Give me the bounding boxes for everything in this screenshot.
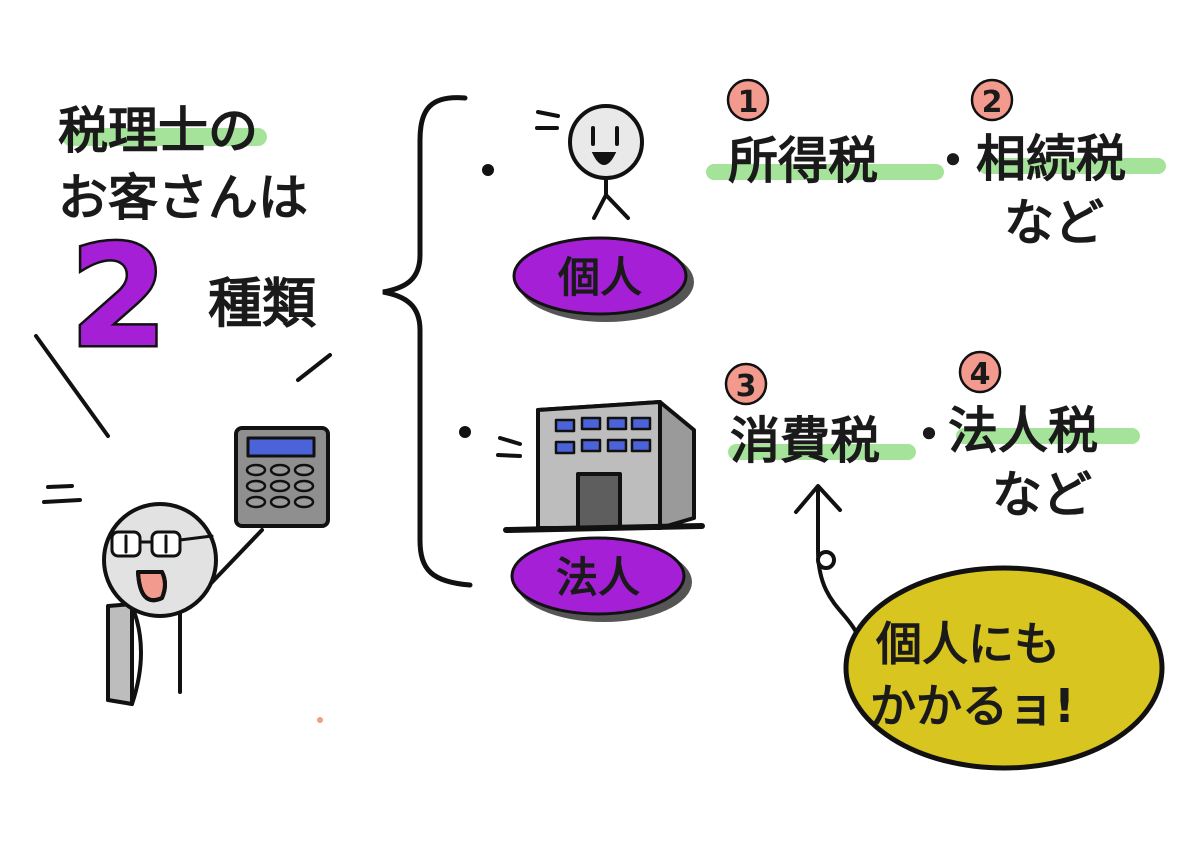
bullet-dot — [459, 426, 471, 438]
bullet-dot — [482, 164, 494, 176]
tax-corporate: 法人税 — [948, 402, 1098, 460]
note-line1: 個人にも — [875, 617, 1060, 671]
tax-row-corporation: 3 4 消費税 ・ 法人税 など — [724, 350, 1140, 524]
building-icon — [496, 400, 705, 533]
title-line2: お客さんは — [58, 169, 308, 227]
number-1: 1 — [738, 85, 759, 120]
calculator-icon — [234, 426, 330, 528]
accountant-figure — [34, 334, 332, 706]
note-bubble: 個人にも かかるョ! — [843, 565, 1165, 771]
tax-etc-2: など — [992, 466, 1092, 524]
corporation-label-badge: 法人 — [510, 536, 692, 622]
individual-label: 個人 — [557, 253, 642, 302]
tax-income: 所得税 — [728, 132, 878, 190]
number-2: 2 — [982, 85, 1003, 120]
arrow-up-icon — [794, 484, 858, 634]
number-3: 3 — [736, 369, 757, 404]
number-badge-1 — [726, 78, 770, 122]
note-line2: かかるョ! — [870, 679, 1075, 733]
number-4: 4 — [970, 357, 991, 392]
tax-separator: ・ — [928, 132, 978, 190]
number-badge-2 — [970, 78, 1014, 122]
tax3-highlight — [728, 444, 916, 460]
title-number: 2 — [70, 216, 167, 379]
tax2-highlight — [978, 158, 1166, 174]
corporation-label: 法人 — [556, 553, 640, 602]
title-line1: 税理士の — [58, 102, 258, 160]
tax-etc-1: など — [1004, 194, 1104, 252]
title-counter: 種類 — [208, 272, 317, 335]
tax-inheritance: 相続税 — [976, 130, 1126, 188]
individual-label-badge: 個人 — [512, 236, 694, 322]
tax4-highlight — [956, 428, 1140, 444]
tax-row-individual: 1 2 所得税 ・ 相続税 など — [706, 78, 1166, 252]
curly-brace — [382, 95, 473, 588]
individual-figure — [535, 104, 644, 220]
title-block: 税理士の お客さんは 2 種類 — [58, 102, 317, 382]
stray-dot — [317, 717, 323, 723]
tax1-highlight — [706, 164, 944, 180]
tax-consumption: 消費税 — [730, 412, 880, 470]
number-badge-3 — [724, 362, 768, 406]
title-highlight — [62, 128, 267, 146]
number-badge-4 — [958, 350, 1002, 394]
tax-separator-2: ・ — [904, 406, 954, 464]
